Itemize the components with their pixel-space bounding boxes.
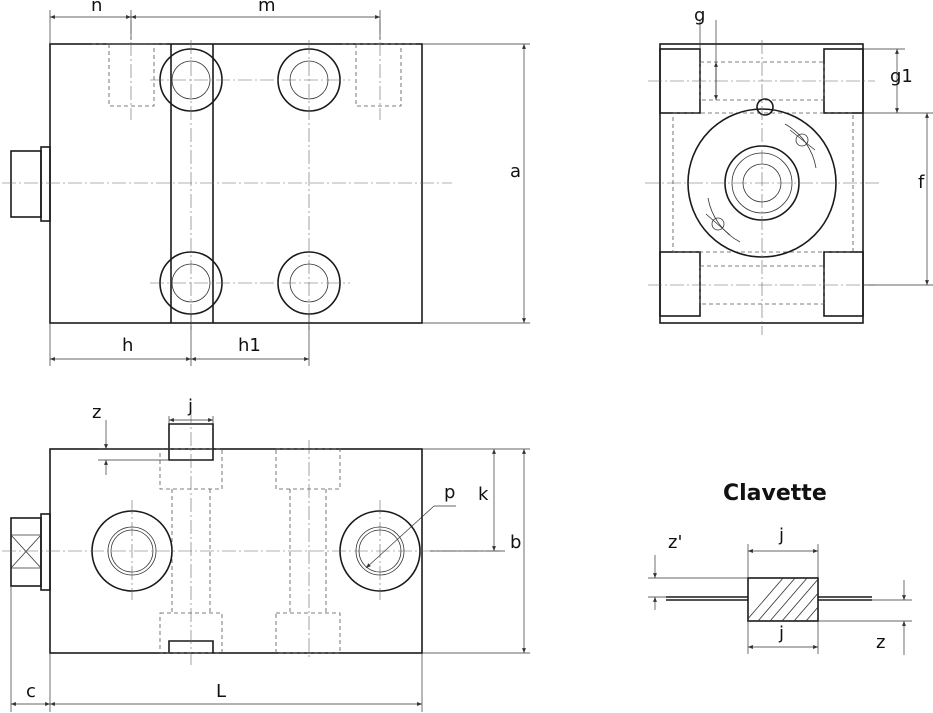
- label-h1: h1: [238, 335, 261, 356]
- clavette-title: Clavette: [723, 481, 827, 506]
- label-j-key-bottom: j: [778, 623, 784, 644]
- label-z-key: z: [876, 632, 885, 653]
- label-j-key-top: j: [778, 525, 784, 546]
- label-z-top: z: [92, 402, 101, 423]
- side-view: g g1 f: [645, 5, 933, 335]
- side-view-body: [659, 43, 864, 324]
- label-L: L: [216, 681, 226, 702]
- label-n: n: [91, 0, 102, 16]
- label-g: g: [694, 5, 705, 26]
- label-a: a: [510, 161, 521, 182]
- label-k: k: [478, 484, 489, 505]
- label-g1: g1: [890, 66, 913, 87]
- label-p: p: [444, 482, 455, 503]
- top-view: n m a h h1: [2, 0, 530, 366]
- top-view-body: [49, 43, 423, 324]
- key-block: [747, 577, 819, 622]
- label-c: c: [26, 681, 36, 702]
- front-view: z j p k b c L: [2, 396, 530, 712]
- key-detail: Clavette j j z': [648, 481, 912, 655]
- label-f: f: [918, 172, 925, 193]
- label-j-top: j: [187, 396, 193, 417]
- label-b: b: [510, 532, 521, 553]
- top-view-left-boss: [10, 150, 42, 218]
- label-h: h: [122, 335, 133, 356]
- label-m: m: [258, 0, 276, 16]
- label-z-prime: z': [668, 532, 682, 553]
